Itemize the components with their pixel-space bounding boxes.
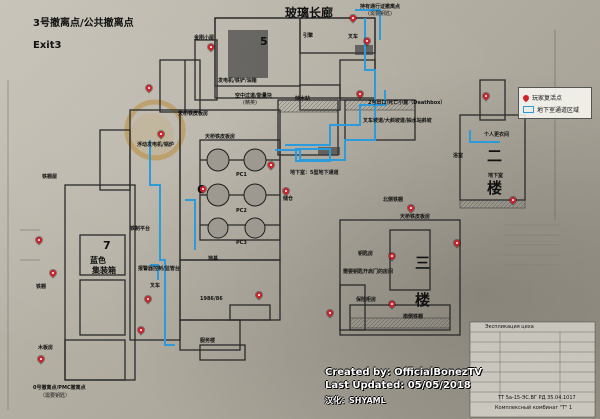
legend-player-label: 玩家复活点 — [532, 95, 563, 102]
third-floor-char-2: 楼 — [415, 291, 431, 309]
pump-station-label: 抽水站 — [295, 96, 311, 102]
credit-last-updated: Last Updated: 05/05/2018 — [325, 380, 471, 391]
generator-room-label: 发电机/铁铲/油箱 — [218, 78, 257, 84]
credit-localized: 汉化：SHYAML — [325, 396, 386, 405]
exit1-label: 0号撤离点/PMC撤离点 — [33, 385, 86, 391]
forklift-top-label: 叉车 — [348, 34, 359, 40]
basement-label: 地下室 — [488, 173, 504, 179]
room-5-number: 5 — [260, 35, 268, 48]
pc1-label: PC1 — [236, 172, 247, 178]
tianqiao-label: 天桥铁皮板房 — [178, 111, 209, 117]
exit1-sub-label: （需要钥匙） — [40, 393, 71, 399]
tianqiao-side-label: 天桥铁皮板房 — [205, 134, 236, 140]
air-duct-label: 空中过道/能量块 — [235, 93, 272, 99]
glass-hall-label: 玻璃长廊 — [285, 6, 334, 20]
blue-box-label: 蓝色 — [90, 256, 106, 265]
floor-label: 地基 — [208, 256, 219, 262]
underground-pass-label: 叉车坡道/大斜坡道/抽水站斜坡 — [363, 118, 432, 124]
exit3-label: 3号撤离点/公共撤离点 — [33, 18, 134, 29]
doc-header: Экспликация цеха — [485, 324, 534, 330]
locker-room-label: 钥匙房 — [358, 251, 374, 257]
iron-platform-label: 铁制平台 — [130, 226, 151, 232]
third-floor-char-1: 三 — [415, 254, 431, 272]
guard-room-label: 保险柜房 — [356, 297, 377, 303]
air-duct-sub-label: (精英) — [243, 100, 257, 106]
north-iron-label: 北侧铁棚 — [383, 197, 404, 203]
map-legend: 玩家复活点 地下室通道区域 — [518, 87, 592, 119]
legend-tunnel-row: 地下室通道区域 — [523, 105, 579, 114]
legend-tunnel-label: 地下室通道区域 — [537, 107, 580, 114]
legend-player-row: 玩家复活点 — [521, 93, 563, 102]
pass-exit-sub-label: (需要钥匙) — [368, 11, 392, 17]
engine-label: 引擎 — [303, 33, 314, 39]
second-floor-char-2: 楼 — [487, 179, 503, 197]
spawn-pin-icon — [521, 93, 531, 102]
south-iron-label: 南侧铁棚 — [403, 314, 424, 320]
doc-footer-2: Комплексный комбинат "Т" 1 — [495, 405, 573, 411]
storage-label: 储仓 — [283, 196, 294, 202]
second-floor-char-1: 二 — [487, 147, 503, 165]
alarm-room-label: 报警器控制/监管台 — [138, 266, 180, 272]
forklift-left-label: 叉车 — [150, 283, 161, 289]
underground-tunnel-label: 地下室：5型地下通道 — [290, 170, 339, 176]
room-7-number: 7 — [103, 239, 111, 252]
container-label: 集装箱 — [92, 266, 116, 275]
pc2-label: PC2 — [236, 208, 247, 214]
iron-cabin-label: 铁棚屋 — [42, 174, 58, 180]
service-building-label: 服务楼 — [200, 338, 216, 344]
exit3-en-label: Exit3 — [33, 40, 62, 51]
doc-footer: ТТ 5а-15-ЭС.ВГ РД 35.04.1017 — [498, 395, 576, 401]
personal-room-label: 个人更衣间 — [484, 132, 510, 138]
iron-shed-label: 铁棚 — [36, 284, 47, 290]
pc3-label: PC3 — [236, 240, 247, 246]
pass-exit-label: 持有通行证撤离点 — [360, 4, 401, 10]
bathroom-label: 浴室 — [453, 153, 464, 159]
float-generator-label: 浮动发电机/锅炉 — [137, 142, 174, 148]
tunnel-swatch-icon — [523, 106, 534, 113]
tianqiao-iron2-label: 天桥铁皮板房 — [400, 214, 431, 220]
wood-board-label: 木板房 — [38, 345, 54, 351]
year-label: 1986/86 — [200, 296, 223, 302]
key-room-label: 需要钥匙开启门的房间 — [343, 269, 394, 275]
gold-room-label: 金刚小屋 — [194, 35, 215, 41]
credit-created-by: Created by: OfficialBonezTV — [325, 367, 483, 378]
exit2-label: 2号出口/死亡小屋（Deathbox） — [368, 100, 446, 106]
